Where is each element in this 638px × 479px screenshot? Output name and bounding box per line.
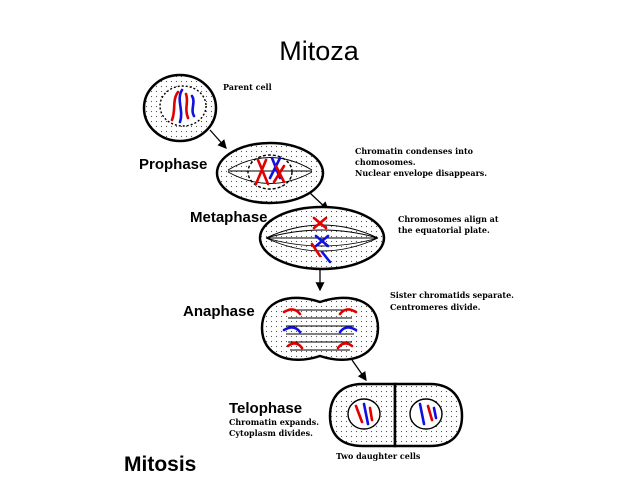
metaphase-note-1: Chromosomes align at: [398, 214, 499, 224]
anaphase-cell: [260, 296, 380, 361]
anaphase-note-2: Centromeres divide.: [390, 302, 481, 312]
daughter-cells-label: Two daughter cells: [336, 451, 421, 461]
telophase-note-1: Chromatin expands.: [229, 417, 319, 427]
telophase-label: Telophase: [229, 400, 302, 417]
slide-title: Mitoza: [279, 36, 359, 66]
prophase-note-2: chomosomes.: [355, 157, 416, 167]
arrow-4: [351, 359, 367, 382]
telophase-cells: [328, 382, 464, 448]
prophase-note-3: Nuclear envelope disappears.: [355, 168, 487, 178]
prophase-label: Prophase: [139, 156, 207, 173]
mitosis-label: Mitosis: [124, 453, 196, 476]
parent-cell-label: Parent cell: [223, 82, 272, 92]
prophase-note-1: Chromatin condenses into: [355, 146, 474, 156]
metaphase-cell: [258, 205, 386, 271]
metaphase-label: Metaphase: [190, 209, 268, 226]
prophase-cell: [215, 141, 325, 205]
arrow-1: [209, 129, 227, 149]
parent-cell: [142, 73, 218, 143]
anaphase-note-1: Sister chromatids separate.: [390, 290, 514, 300]
telophase-note-2: Cytoplasm divides.: [229, 428, 313, 438]
anaphase-label: Anaphase: [183, 303, 255, 320]
metaphase-note-2: the equatorial plate.: [398, 225, 490, 235]
